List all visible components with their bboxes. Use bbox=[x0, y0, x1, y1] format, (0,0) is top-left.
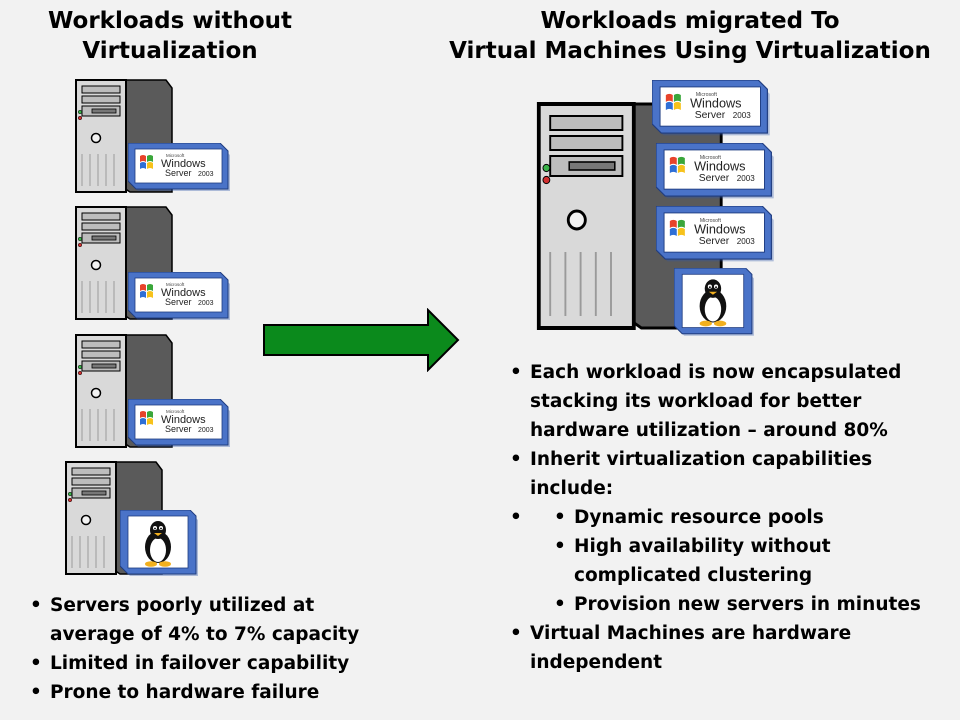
bullet-hardware-failure: Prone to hardware failure bbox=[24, 678, 359, 707]
windows-label: Windows bbox=[694, 223, 745, 237]
windows-label: Windows bbox=[161, 287, 206, 299]
version-label: 2003 bbox=[198, 427, 214, 434]
version-label: 2003 bbox=[733, 111, 751, 120]
server-label: Server bbox=[699, 173, 730, 184]
windows-server-badge-3: Microsoft Windows Server 2003 bbox=[127, 399, 233, 451]
left-bullet-list: Servers poorly utilized at average of 4%… bbox=[24, 591, 359, 707]
server-label: Server bbox=[695, 110, 726, 121]
bullet-independent-line-2: independent bbox=[530, 652, 663, 673]
linux-tux-badge-left bbox=[120, 510, 200, 578]
bullet-poorly-utilized-line-1: Servers poorly utilized at bbox=[50, 595, 315, 616]
bullet-inherit-line-2: include: bbox=[530, 478, 614, 499]
bullet-inherit-line-1: Inherit virtualization capabilities bbox=[530, 449, 873, 470]
microsoft-label: Microsoft bbox=[166, 282, 185, 287]
bullet-encapsulated-line-2: stacking its workload for better bbox=[530, 391, 862, 412]
windows-label: Windows bbox=[161, 158, 206, 170]
left-title: Workloads without Virtualization bbox=[20, 6, 320, 66]
left-title-line-1: Workloads without bbox=[47, 8, 293, 34]
microsoft-label: Microsoft bbox=[696, 92, 718, 98]
right-title: Workloads migrated To Virtual Machines U… bbox=[430, 6, 950, 66]
sub-bullet-container: Dynamic resource pools High availability… bbox=[504, 503, 921, 619]
version-label: 2003 bbox=[737, 237, 755, 246]
bullet-independent-line-1: Virtual Machines are hardware bbox=[530, 623, 852, 644]
bullet-poorly-utilized-line-2: average of 4% to 7% capacity bbox=[50, 624, 360, 645]
bullet-inherit-capabilities: Inherit virtualization capabilities incl… bbox=[504, 445, 921, 503]
left-title-line-2: Virtualization bbox=[82, 38, 258, 64]
windows-server-badge-vm-1: Microsoft Windows Server 2003 bbox=[650, 80, 774, 140]
server-label: Server bbox=[165, 424, 192, 434]
windows-label: Windows bbox=[690, 97, 741, 111]
bullet-poorly-utilized: Servers poorly utilized at average of 4%… bbox=[24, 591, 359, 649]
server-label: Server bbox=[165, 168, 192, 178]
version-label: 2003 bbox=[198, 300, 214, 307]
windows-server-badge-2: Microsoft Windows Server 2003 bbox=[127, 272, 233, 324]
microsoft-label: Microsoft bbox=[700, 218, 722, 224]
sub-bullet-high-availability: High availability without complicated cl… bbox=[552, 532, 921, 590]
bullet-encapsulated-line-1: Each workload is now encapsulated bbox=[530, 362, 902, 383]
right-title-line-1: Workloads migrated To bbox=[540, 8, 840, 34]
sub-bullet-resource-pools: Dynamic resource pools bbox=[552, 503, 921, 532]
microsoft-label: Microsoft bbox=[166, 153, 185, 158]
sub-bullet-provision: Provision new servers in minutes bbox=[552, 590, 921, 619]
windows-server-badge-1: Microsoft Windows Server 2003 bbox=[127, 143, 233, 195]
bullet-encapsulated: Each workload is now encapsulated stacki… bbox=[504, 358, 921, 445]
version-label: 2003 bbox=[198, 171, 214, 178]
sub-bullet-ha-line-2: complicated clustering bbox=[574, 565, 813, 586]
windows-server-badge-vm-3: Microsoft Windows Server 2003 bbox=[654, 206, 778, 266]
windows-label: Windows bbox=[161, 414, 206, 426]
migration-arrow-icon bbox=[263, 308, 460, 372]
windows-label: Windows bbox=[694, 160, 745, 174]
microsoft-label: Microsoft bbox=[166, 409, 185, 414]
sub-bullet-ha-line-1: High availability without bbox=[574, 536, 831, 557]
right-title-line-2: Virtual Machines Using Virtualization bbox=[449, 38, 931, 64]
bullet-limited-failover: Limited in failover capability bbox=[24, 649, 359, 678]
windows-server-badge-vm-2: Microsoft Windows Server 2003 bbox=[654, 143, 778, 203]
capabilities-sub-list: Dynamic resource pools High availability… bbox=[504, 503, 921, 619]
server-label: Server bbox=[699, 236, 730, 247]
linux-tux-badge-vm bbox=[674, 268, 756, 338]
server-label: Server bbox=[165, 297, 192, 307]
bullet-hardware-independent: Virtual Machines are hardware independen… bbox=[504, 619, 921, 677]
microsoft-label: Microsoft bbox=[700, 155, 722, 161]
version-label: 2003 bbox=[737, 174, 755, 183]
bullet-encapsulated-line-3: hardware utilization – around 80% bbox=[530, 420, 888, 441]
right-bullet-list: Each workload is now encapsulated stacki… bbox=[504, 358, 921, 677]
